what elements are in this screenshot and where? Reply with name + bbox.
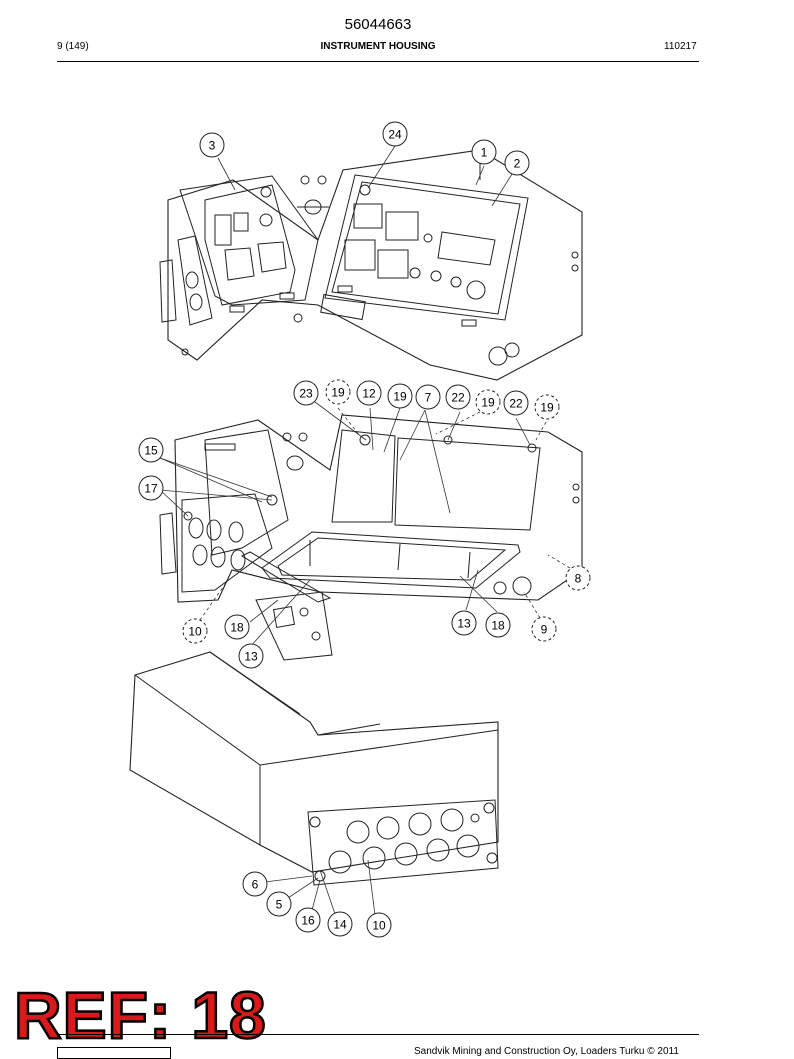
callout-7: 7 — [415, 384, 441, 410]
company-logo — [57, 1047, 171, 1059]
callout-label: 16 — [301, 914, 315, 928]
callout-19: 19 — [325, 379, 351, 405]
callout-1: 1 — [471, 139, 497, 165]
callout-circle — [485, 612, 511, 638]
callout-label: 3 — [209, 139, 216, 153]
callout-24: 24 — [382, 121, 408, 147]
callout-label: 22 — [451, 391, 465, 405]
callout-circle — [238, 643, 264, 669]
callout-label: 7 — [425, 391, 432, 405]
callout-circle — [224, 614, 250, 640]
callout-label: 19 — [481, 396, 495, 410]
instrument-housing-exploded — [159, 414, 583, 661]
callout-label: 15 — [144, 444, 158, 458]
callout-circle — [445, 384, 471, 410]
callout-label: 18 — [230, 621, 244, 635]
callout-label: 6 — [252, 878, 259, 892]
reference-stamp: REF: 18 — [13, 978, 267, 1052]
callout-19: 19 — [387, 383, 413, 409]
callout-circle — [503, 390, 529, 416]
callout-circle — [138, 475, 164, 501]
callout-13: 13 — [451, 610, 477, 636]
callout-label: 10 — [372, 919, 386, 933]
callout-label: 9 — [541, 623, 548, 637]
callout-label: 8 — [575, 572, 582, 586]
housing-shell-rear-view — [129, 651, 499, 886]
callout-circle — [266, 891, 292, 917]
callout-6: 6 — [242, 871, 268, 897]
callout-22: 22 — [445, 384, 471, 410]
callout-label: 12 — [362, 387, 376, 401]
callout-circle — [325, 379, 351, 405]
callout-15: 15 — [138, 437, 164, 463]
callout-22: 22 — [503, 390, 529, 416]
callout-circle — [182, 618, 208, 644]
callout-circle — [415, 384, 441, 410]
callout-18: 18 — [485, 612, 511, 638]
callout-label: 23 — [299, 387, 313, 401]
page-number: 9 (149) — [57, 41, 89, 52]
callout-circle — [475, 389, 501, 415]
callout-label: 13 — [457, 617, 471, 631]
section-title: INSTRUMENT HOUSING — [320, 41, 436, 52]
callout-label: 1 — [481, 146, 488, 160]
callout-circle — [471, 139, 497, 165]
callout-circle — [366, 912, 392, 938]
instrument-housing-assembled — [159, 149, 583, 381]
document-number: 56044663 — [344, 16, 412, 33]
callout-circle — [504, 150, 530, 176]
callout-circle — [356, 380, 382, 406]
callout-label: 22 — [509, 397, 523, 411]
document-code: 110217 — [664, 41, 697, 52]
callout-18: 18 — [224, 614, 250, 640]
callout-10: 10 — [182, 618, 208, 644]
callout-circle — [138, 437, 164, 463]
footer-copyright: Sandvik Mining and Construction Oy, Load… — [414, 1046, 679, 1057]
dashed-leader-lines — [199, 407, 571, 621]
callout-label: 19 — [540, 401, 554, 415]
callout-circle — [199, 132, 225, 158]
callout-8: 8 — [565, 565, 591, 591]
callout-19: 19 — [534, 394, 560, 420]
leader-lines — [159, 145, 531, 916]
callout-10: 10 — [366, 912, 392, 938]
callout-label: 19 — [393, 390, 407, 404]
callout-circle — [295, 907, 321, 933]
callout-label: 2 — [514, 157, 521, 171]
callout-2: 2 — [504, 150, 530, 176]
callout-circle — [534, 394, 560, 420]
header-divider — [57, 61, 699, 62]
callout-label: 13 — [244, 650, 258, 664]
callout-3: 3 — [199, 132, 225, 158]
callout-19: 19 — [475, 389, 501, 415]
callout-14: 14 — [327, 911, 353, 937]
callout-circle — [565, 565, 591, 591]
callout-5: 5 — [266, 891, 292, 917]
callout-label: 5 — [276, 898, 283, 912]
callout-circle — [293, 380, 319, 406]
callout-label: 17 — [144, 482, 158, 496]
callout-17: 17 — [138, 475, 164, 501]
callout-circle — [382, 121, 408, 147]
callout-label: 14 — [333, 918, 347, 932]
callout-label: 19 — [331, 386, 345, 400]
callout-circle — [242, 871, 268, 897]
callout-label: 24 — [388, 128, 402, 142]
callout-circle — [327, 911, 353, 937]
callout-label: 18 — [491, 619, 505, 633]
callout-circle — [451, 610, 477, 636]
callout-23: 23 — [293, 380, 319, 406]
callout-9: 9 — [531, 616, 557, 642]
callout-circle — [531, 616, 557, 642]
callout-16: 16 — [295, 907, 321, 933]
callout-label: 10 — [188, 625, 202, 639]
callout-12: 12 — [356, 380, 382, 406]
callout-13: 13 — [238, 643, 264, 669]
callout-circle — [387, 383, 413, 409]
footer-divider — [57, 1034, 699, 1035]
